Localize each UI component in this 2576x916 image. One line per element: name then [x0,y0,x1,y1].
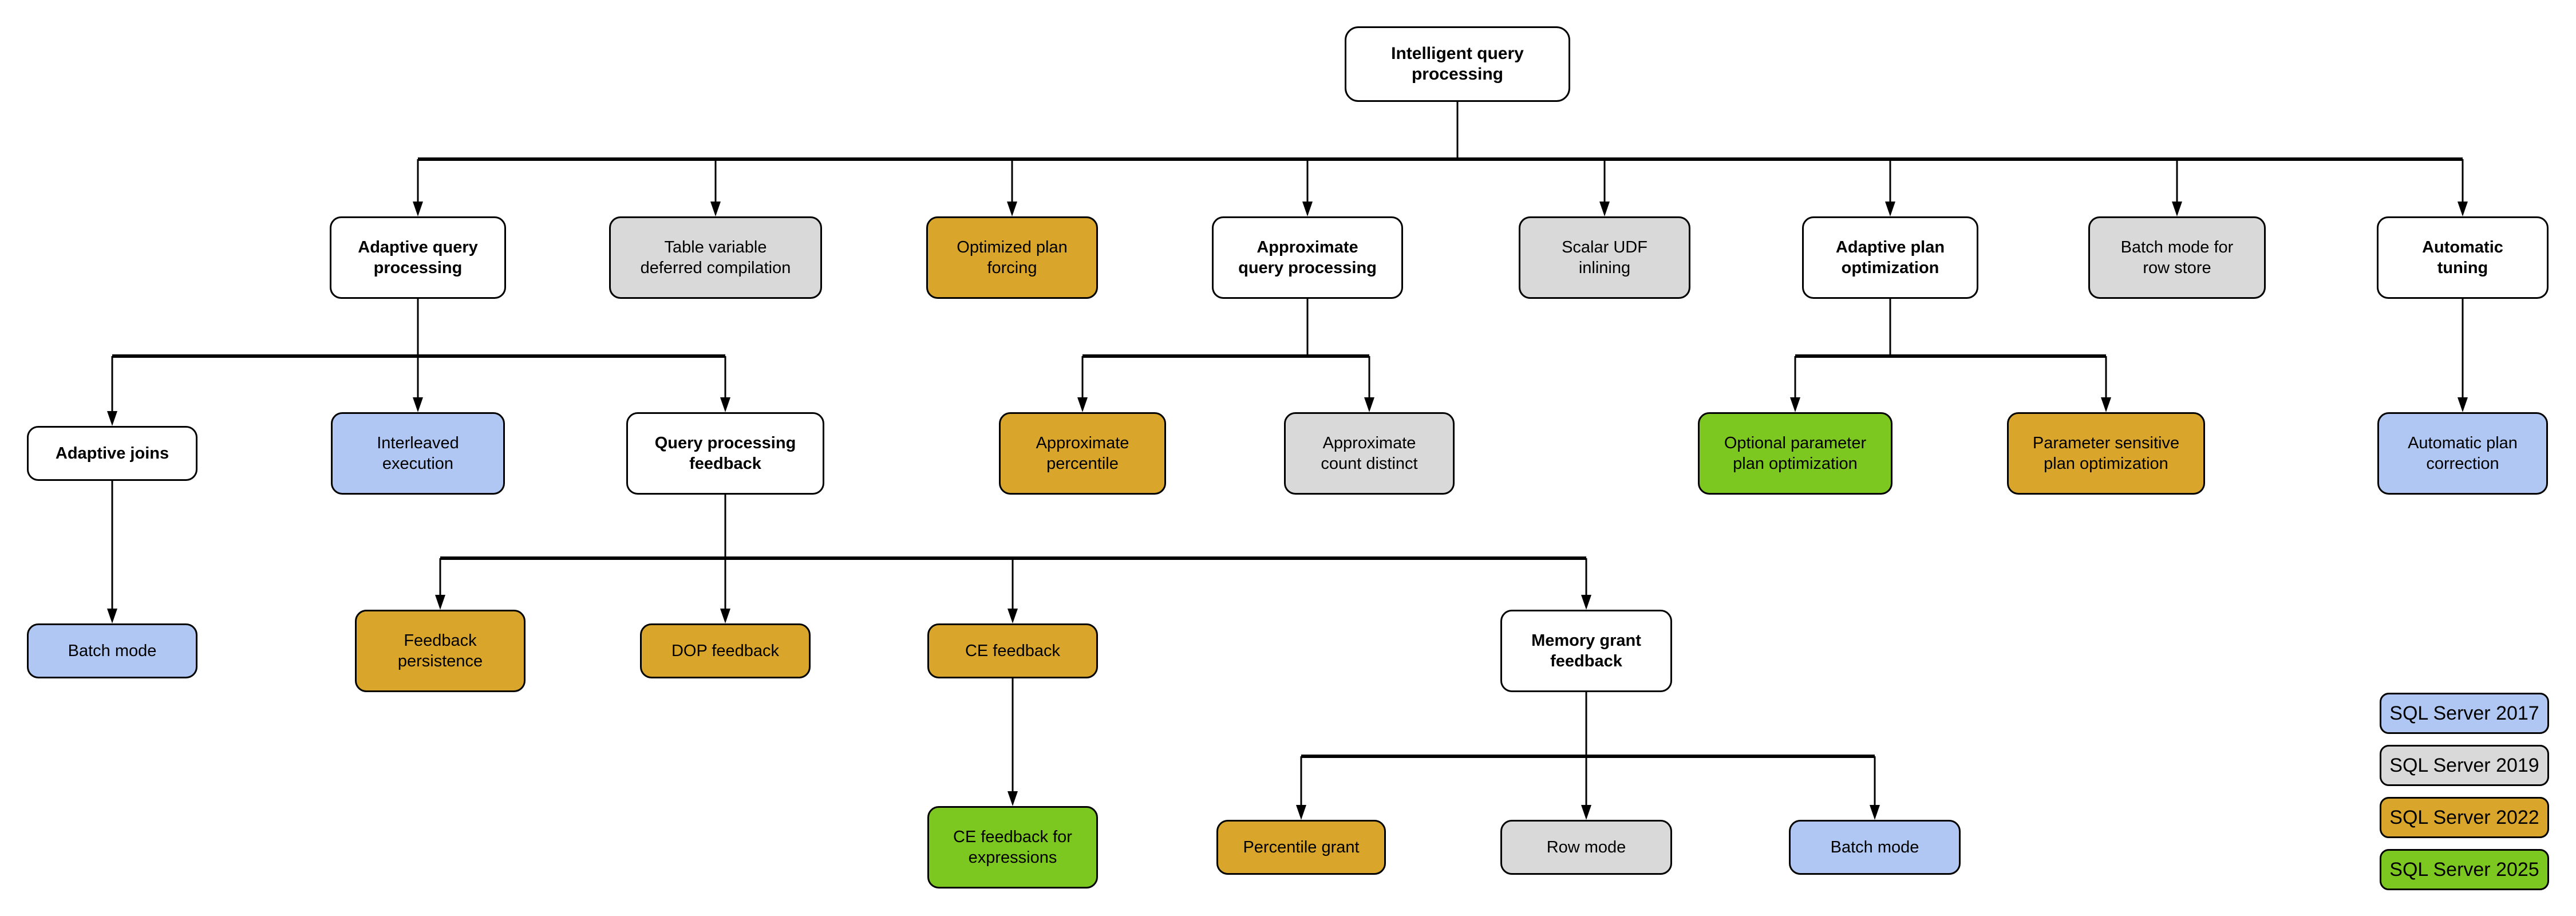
node-automatic-tuning: Automatic tuning [2377,216,2549,299]
node-adaptive-joins: Adaptive joins [27,426,197,481]
legend-sql-server-2022: SQL Server 2022 [2380,797,2549,838]
node-percentile-grant: Percentile grant [1216,820,1386,875]
node-optional-parameter-plan-optimization: Optional parameter plan optimization [1698,412,1893,495]
node-intelligent-query-processing: Intelligent query processing [1345,26,1570,102]
node-memory-grant-feedback: Memory grant feedback [1500,610,1672,692]
node-batch-mode-adaptive-joins: Batch mode [27,623,197,678]
node-table-variable-deferred-compilation: Table variable deferred compilation [609,216,822,299]
node-approximate-percentile: Approximate percentile [999,412,1166,495]
legend-sql-server-2017: SQL Server 2017 [2380,693,2549,734]
node-batch-mode-memory-grant: Batch mode [1789,820,1961,875]
legend-sql-server-2025: SQL Server 2025 [2380,849,2549,890]
node-adaptive-plan-optimization: Adaptive plan optimization [1802,216,1978,299]
legend-sql-server-2019: SQL Server 2019 [2380,745,2549,786]
node-feedback-persistence: Feedback persistence [355,610,526,692]
node-ce-feedback-for-expressions: CE feedback for expressions [927,806,1098,889]
node-interleaved-execution: Interleaved execution [331,412,505,495]
node-batch-mode-for-row-store: Batch mode for row store [2088,216,2266,299]
node-scalar-udf-inlining: Scalar UDF inlining [1519,216,1690,299]
node-dop-feedback: DOP feedback [640,623,811,678]
node-adaptive-query-processing: Adaptive query processing [330,216,506,299]
node-query-processing-feedback: Query processing feedback [626,412,824,495]
node-automatic-plan-correction: Automatic plan correction [2377,412,2548,495]
node-approximate-query-processing: Approximate query processing [1212,216,1403,299]
node-parameter-sensitive-plan-optimization: Parameter sensitive plan optimization [2007,412,2205,495]
node-row-mode: Row mode [1500,820,1672,875]
node-ce-feedback: CE feedback [927,623,1098,678]
node-optimized-plan-forcing: Optimized plan forcing [926,216,1098,299]
node-approximate-count-distinct: Approximate count distinct [1284,412,1455,495]
